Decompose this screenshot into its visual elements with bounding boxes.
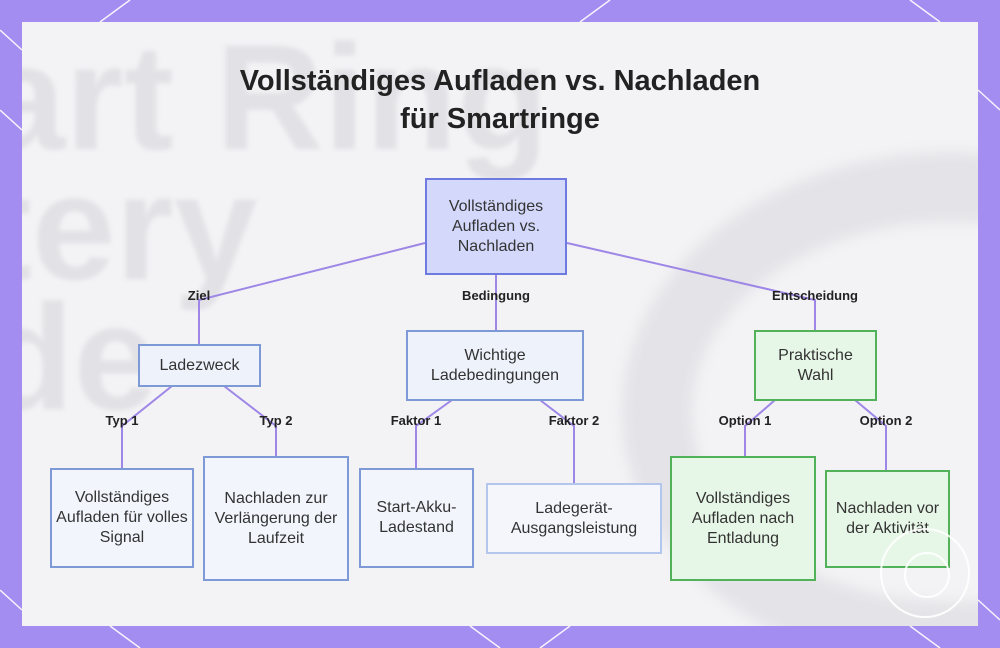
title-line-2: für Smartringe: [400, 103, 600, 135]
diagram-title: Vollständiges Aufladen vs. Nachladen für…: [0, 62, 1000, 138]
edge-label-condition: Bedingung: [462, 288, 530, 303]
link-purpose-type2: [223, 385, 277, 456]
node-full-charge-signal: Vollständiges Aufladen für volles Signal: [50, 468, 194, 568]
title-line-1: Vollständiges Aufladen vs. Nachladen: [239, 65, 761, 97]
edge-label-goal: Ziel: [187, 288, 211, 303]
link-conditions-factor1: [415, 399, 453, 468]
edge-label-option1: Option 1: [718, 413, 772, 428]
background-watermark-text: art Ring tery de: [22, 22, 549, 441]
watermark-logo-icon: [880, 528, 970, 618]
node-charger-output: Ladegerät-Ausgangsleistung: [486, 483, 662, 554]
link-choice-option1: [744, 399, 776, 456]
edge-label-type1: Typ 1: [105, 413, 139, 428]
link-conditions-factor2: [539, 399, 575, 483]
link-choice-option2: [854, 399, 887, 470]
node-conditions: Wichtige Ladebedingungen: [406, 330, 584, 401]
node-full-after-discharge: Vollständiges Aufladen nach Entladung: [670, 456, 816, 581]
node-root: Vollständiges Aufladen vs. Nachladen: [425, 178, 567, 275]
edge-label-factor2: Faktor 2: [548, 413, 600, 428]
edge-label-type2: Typ 2: [259, 413, 293, 428]
node-choice: Praktische Wahl: [754, 330, 877, 401]
link-root-choice: [566, 242, 816, 330]
node-top-up-runtime: Nachladen zur Verlängerung der Laufzeit: [203, 456, 349, 581]
node-purpose: Ladezweck: [138, 344, 261, 387]
node-start-level: Start-Akku-Ladestand: [359, 468, 474, 568]
edge-label-option2: Option 2: [859, 413, 913, 428]
link-root-purpose: [198, 242, 426, 344]
edge-label-decision: Entscheidung: [772, 288, 858, 303]
link-purpose-type1: [121, 385, 173, 468]
edge-label-factor1: Faktor 1: [390, 413, 442, 428]
